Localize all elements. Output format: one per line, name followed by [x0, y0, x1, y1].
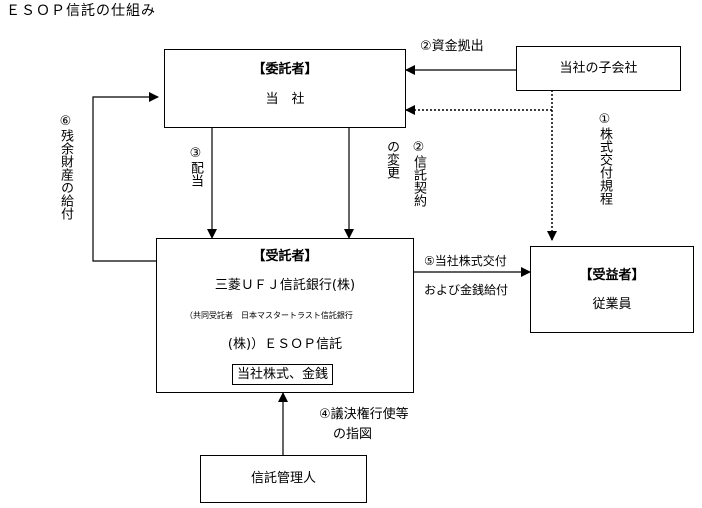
beneficiary-box: 【受益者】 従業員 — [530, 246, 694, 333]
trustee-bank: 三菱ＵＦＪ信託銀行(株) — [214, 278, 356, 293]
subsidiary-box: 当社の子会社 — [516, 46, 681, 91]
subsidiary-name: 当社の子会社 — [559, 61, 638, 76]
settlor-name: 当 社 — [265, 92, 305, 107]
label-share-delivery-line2: および金銭給付 — [424, 283, 509, 297]
trustee-esop: (株)）ＥＳＯＰ信託 — [227, 337, 343, 352]
beneficiary-heading: 【受益者】 — [579, 268, 645, 283]
settlor-box: 【委託者】 当 社 — [164, 49, 406, 128]
administrator-box: 信託管理人 — [200, 455, 367, 503]
label-dividend: ③配当 — [188, 146, 203, 187]
label-voting-instruction-line1: ④議決権行使等 — [319, 407, 409, 422]
beneficiary-name: 従業員 — [592, 297, 632, 312]
label-residual-assets: ⑥残余財産の給付 — [58, 114, 73, 220]
trustee-assets: 当社株式、金銭 — [232, 364, 334, 385]
diagram-title: ＥＳＯＰ信託の仕組み — [6, 3, 156, 19]
label-share-delivery-line1: ⑤当社株式交付 — [424, 254, 507, 268]
label-share-delivery-rules: ①株式交付規程 — [597, 112, 612, 205]
label-fund-contribution: ②資金拠出 — [420, 39, 484, 54]
trustee-heading: 【受託者】 — [252, 249, 318, 264]
trustee-box: 【受託者】 三菱ＵＦＪ信託銀行(株) （共同受託者 日本マスタートラスト信託銀行… — [156, 238, 414, 393]
label-trust-contract-line1: ②信託契約 — [411, 140, 426, 207]
settlor-heading: 【委託者】 — [252, 62, 318, 77]
label-trust-contract-line2: の変更 — [384, 140, 399, 179]
arrow-residual-assets — [92, 92, 159, 262]
label-voting-instruction-line2: の指図 — [333, 427, 373, 442]
trustee-co-trustee: （共同受託者 日本マスタートラスト信託銀行 — [185, 311, 353, 320]
administrator-name: 信託管理人 — [250, 471, 316, 486]
